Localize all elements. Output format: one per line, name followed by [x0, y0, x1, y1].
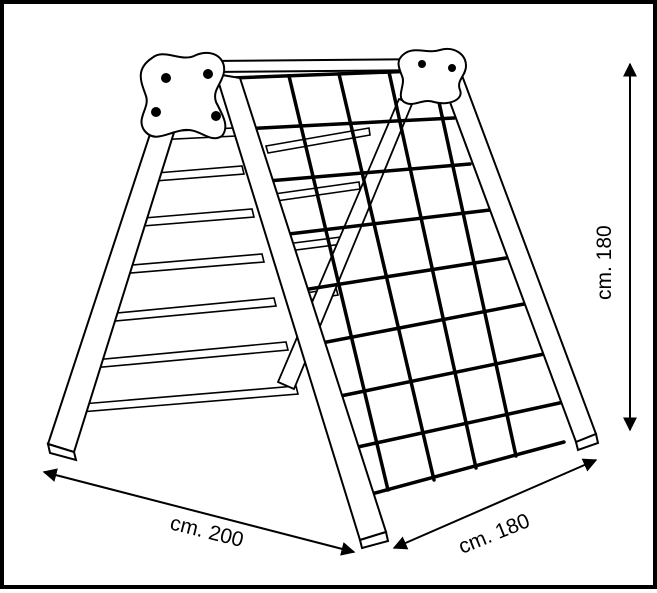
climbing-net [230, 68, 566, 498]
width-dimension: cm. 200 [42, 468, 356, 556]
width-arrow [42, 468, 356, 556]
right-connector-plate [397, 48, 468, 105]
depth-arrow [392, 458, 598, 550]
height-label: cm. 180 [593, 225, 616, 300]
front-left-leg [214, 72, 390, 550]
left-ladder-rungs [78, 127, 300, 413]
depth-dimension: cm. 180 [392, 458, 598, 559]
left-connector-plate [139, 51, 227, 140]
climbing-frame-diagram: cm. 200 cm. 180 cm. 180 [42, 48, 637, 559]
height-dimension: cm. 180 [593, 62, 637, 432]
width-label: cm. 200 [168, 512, 246, 552]
